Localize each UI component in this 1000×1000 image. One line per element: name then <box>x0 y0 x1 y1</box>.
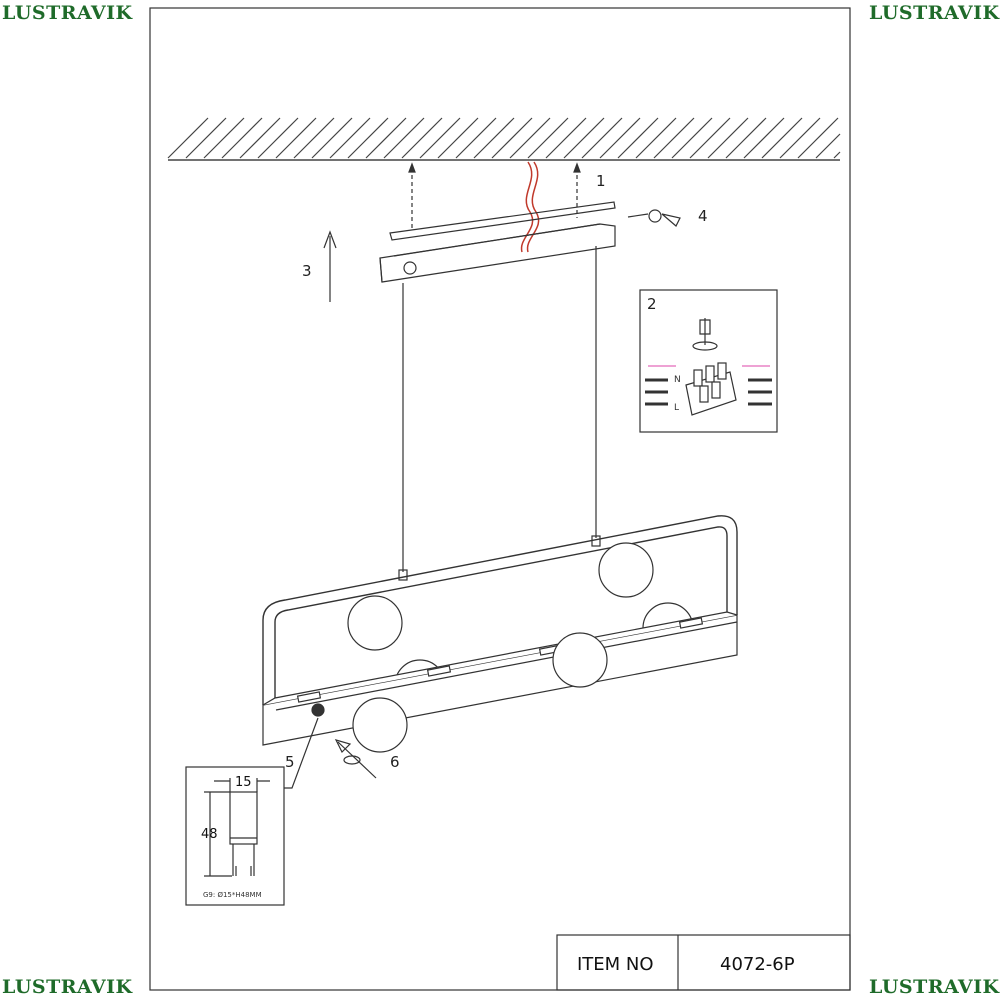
live-label: L <box>674 403 679 413</box>
bulb-install-icon <box>334 739 377 779</box>
title-block <box>556 934 851 991</box>
bulb-width: 15 <box>235 775 252 790</box>
logo-bottom-right: LUSTRAVIK <box>869 976 1000 998</box>
canopy <box>379 223 616 283</box>
fixture-frame <box>262 515 738 705</box>
bulb-dimension-inset <box>185 766 285 906</box>
bulb-socket <box>311 703 325 717</box>
globe-shades-front <box>352 632 608 753</box>
neutral-label: N <box>674 375 681 385</box>
callout-5: 5 <box>285 753 295 771</box>
item-no-value: 4072-6P <box>720 954 795 975</box>
drawing-frame <box>149 7 851 991</box>
light-bar <box>262 611 738 746</box>
logo-top-right: LUSTRAVIK <box>869 2 1000 24</box>
ceiling-hatch <box>167 117 841 161</box>
ceiling-screw-icons <box>408 162 581 228</box>
screwdriver-icon <box>627 209 681 227</box>
item-no-label: ITEM NO <box>577 954 654 975</box>
mounting-bracket <box>389 201 616 241</box>
up-arrow-icon <box>323 230 337 302</box>
cable-grip <box>398 569 408 581</box>
logo-bottom-left: LUSTRAVIK <box>2 976 133 998</box>
callout-2: 2 <box>647 295 657 313</box>
bulb-spec: G9: Ø15*H48MM <box>203 891 262 899</box>
logo-top-left: LUSTRAVIK <box>2 2 133 24</box>
callout-3: 3 <box>302 262 312 280</box>
callout-1: 1 <box>596 172 606 190</box>
leader-5 <box>284 717 319 789</box>
bulb-height: 48 <box>201 827 218 842</box>
callout-4: 4 <box>698 207 708 225</box>
wiring-inset <box>639 289 778 433</box>
power-cable <box>520 161 534 253</box>
callout-6: 6 <box>390 753 400 771</box>
